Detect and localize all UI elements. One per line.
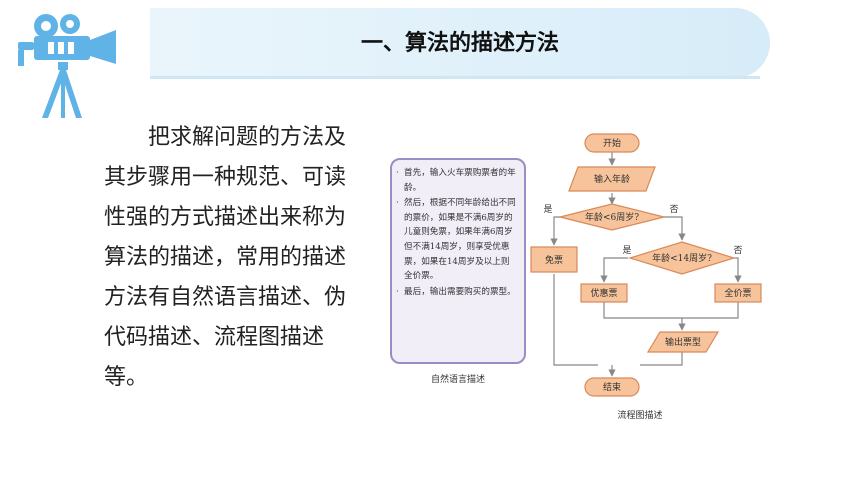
flowchart-output-label: 输出票型 <box>665 336 701 348</box>
film-camera-icon <box>18 14 116 118</box>
flowchart-nodes <box>530 133 762 397</box>
flowchart-caption: 流程图描述 <box>617 409 662 421</box>
flowchart-full-label: 全价票 <box>724 287 751 299</box>
title-underline <box>150 76 760 79</box>
node-full <box>714 283 762 303</box>
flowchart-decision2-label: 年龄<14周岁? <box>652 252 712 264</box>
nl-item-1: · 首先，输入火车票购票者的年龄。 <box>396 166 518 195</box>
flowchart-connectors <box>550 152 742 377</box>
flowchart-decision1-label: 年龄<6周岁? <box>585 211 639 223</box>
camera-logo <box>18 14 116 118</box>
title-banner <box>150 8 770 78</box>
bullet-icon: · <box>396 198 399 209</box>
node-start <box>584 133 640 153</box>
flowchart-yes-label-1: 是 <box>543 204 552 215</box>
body-paragraph: 把求解问题的方法及其步骤用一种规范、可读性强的方式描述出来称为算法的描述，常用的… <box>104 125 347 390</box>
node-free <box>530 246 578 273</box>
natural-language-caption: 自然语言描述 <box>430 375 485 385</box>
node-input <box>568 166 656 192</box>
page-title: 一、算法的描述方法 <box>360 31 559 56</box>
flowchart-start-label: 开始 <box>603 137 621 149</box>
flowchart-free-label: 免票 <box>545 254 563 266</box>
bullet-icon: · <box>396 168 399 178</box>
bullet-icon: · <box>396 286 399 297</box>
node-decision1 <box>559 203 665 231</box>
flowchart-figure: 开始 输入年龄 年龄<6周岁? 免票 年龄<14周岁? 优惠票 全价票 输出票型… <box>530 133 762 421</box>
nl-item-3: · 最后，输出需要购买的票型。 <box>396 285 518 300</box>
flowchart-end-label: 结束 <box>603 381 621 393</box>
nl-item-text: 首先，输入火车票购票者的年龄。 <box>404 168 516 193</box>
nl-item-2: · 然后，根据不同年龄给出不同的票价，如果是不满6周岁的儿童则免票，如果年满6周岁… <box>396 196 518 284</box>
node-output <box>646 331 720 353</box>
nl-item-text: 最后，输出需要购买的票型。 <box>404 286 516 297</box>
flowchart-discount-label: 优惠票 <box>590 287 617 299</box>
flowchart-input-label: 输入年龄 <box>594 173 630 185</box>
flowchart-no-label-1: 否 <box>669 204 678 215</box>
node-end <box>584 377 640 397</box>
node-discount <box>580 283 628 303</box>
flowchart-yes-label-2: 是 <box>622 245 631 256</box>
node-decision2 <box>627 241 737 275</box>
flowchart-no-label-2: 否 <box>733 245 742 256</box>
nl-item-text: 然后，根据不同年龄给出不同的票价，如果是不满6周岁的儿童则免票，如果年满6周岁但… <box>404 198 516 282</box>
natural-language-box: · 首先，输入火车票购票者的年龄。 · 然后，根据不同年龄给出不同的票价，如果是不满… <box>390 158 526 364</box>
